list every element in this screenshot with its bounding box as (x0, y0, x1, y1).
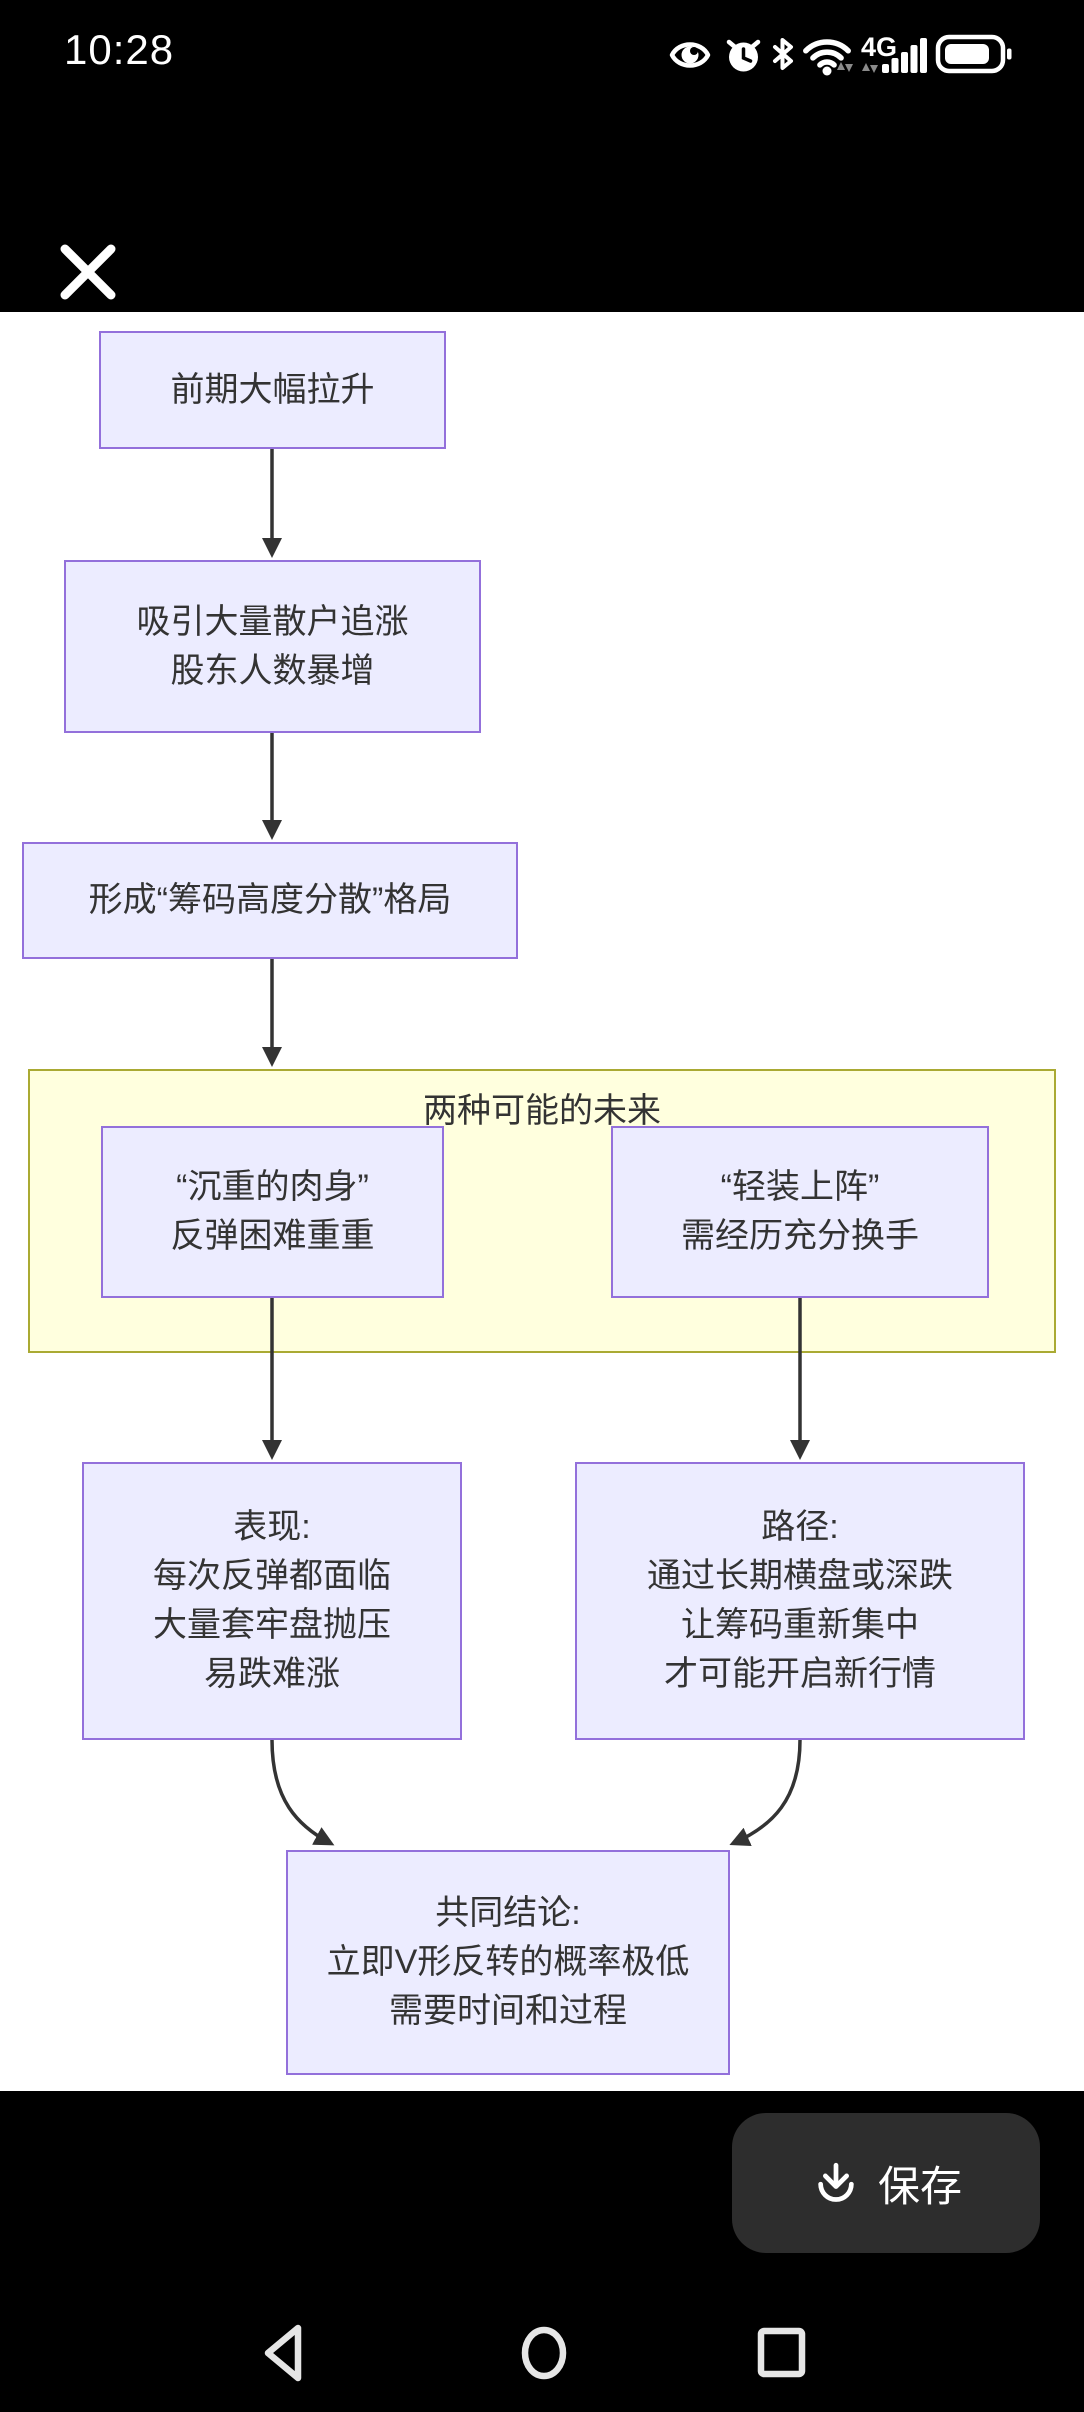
node-line: 大量套牢盘抛压 (153, 1606, 391, 1644)
bluetooth-icon (773, 38, 793, 70)
node-line: 才可能开启新行情 (664, 1655, 936, 1693)
node-line: 需要时间和过程 (389, 1992, 627, 2030)
mobile-network-icon: 4G (861, 32, 927, 73)
node-line: 股东人数暴增 (170, 651, 375, 690)
signal-bars-icon (882, 38, 927, 73)
wifi-icon (803, 39, 853, 76)
alarm-clock-icon (726, 39, 761, 72)
node-line: 立即V形反转的概率极低 (326, 1943, 690, 1981)
node-heavy-body: “沉重的肉身” 反弹困难重重 (101, 1126, 444, 1298)
node-path: 路径: 通过长期横盘或深跌 让筹码重新集中 才可能开启新行情 (575, 1462, 1025, 1740)
nav-home-button[interactable] (494, 2303, 594, 2403)
node-start: 前期大幅拉升 (99, 331, 446, 449)
download-icon (818, 2162, 854, 2202)
save-button-label: 保存 (877, 2162, 962, 2210)
battery-icon (935, 34, 1012, 74)
nav-back-button[interactable] (233, 2303, 333, 2403)
subgraph-title: 两种可能的未来 (423, 1092, 661, 1130)
node-line: 让筹码重新集中 (681, 1606, 919, 1644)
save-button[interactable]: 保存 (732, 2113, 1040, 2253)
wifi-updown-arrows-icon (837, 62, 853, 72)
node-travel-light: “轻装上阵” 需经历充分换手 (611, 1126, 989, 1298)
network-updown-arrows-icon (862, 63, 878, 73)
node-line: 易跌难涨 (204, 1655, 340, 1693)
node-line: 前期大幅拉升 (170, 370, 375, 409)
status-bar: 10:28 (0, 0, 1084, 90)
node-line: 形成“筹码高度分散”格局 (88, 881, 452, 919)
node-line: 通过长期横盘或深跌 (647, 1557, 953, 1595)
network-type-label: 4G (861, 32, 897, 62)
node-line: 需经历充分换手 (681, 1217, 919, 1255)
node-pattern: 形成“筹码高度分散”格局 (22, 842, 518, 959)
node-performance: 表现: 每次反弹都面临 大量套牢盘抛压 易跌难涨 (82, 1462, 462, 1740)
nav-recents-button[interactable] (731, 2303, 831, 2403)
node-line: “沉重的肉身” (176, 1168, 369, 1206)
status-icons: 4G (669, 32, 1012, 76)
node-line: 反弹困难重重 (170, 1217, 375, 1255)
node-line: 路径: (761, 1508, 839, 1546)
node-line: 每次反弹都面临 (153, 1557, 391, 1595)
nav-recents-icon (757, 2327, 806, 2378)
node-attract: 吸引大量散户追涨 股东人数暴增 (64, 560, 481, 733)
viewer-header (0, 90, 1084, 312)
node-line: 表现: (233, 1508, 311, 1546)
eye-comfort-icon (669, 42, 711, 68)
nav-home-icon (521, 2326, 567, 2380)
node-conclusion: 共同结论: 立即V形反转的概率极低 需要时间和过程 (286, 1850, 730, 2075)
nav-back-icon (264, 2324, 302, 2382)
node-line: 吸引大量散户追涨 (136, 602, 409, 641)
clock: 10:28 (64, 26, 175, 73)
node-line: 共同结论: (435, 1894, 581, 1932)
android-nav-bar (0, 2290, 1084, 2412)
node-line: “轻装上阵” (720, 1168, 880, 1206)
close-icon (60, 244, 116, 299)
close-button[interactable] (40, 228, 130, 318)
